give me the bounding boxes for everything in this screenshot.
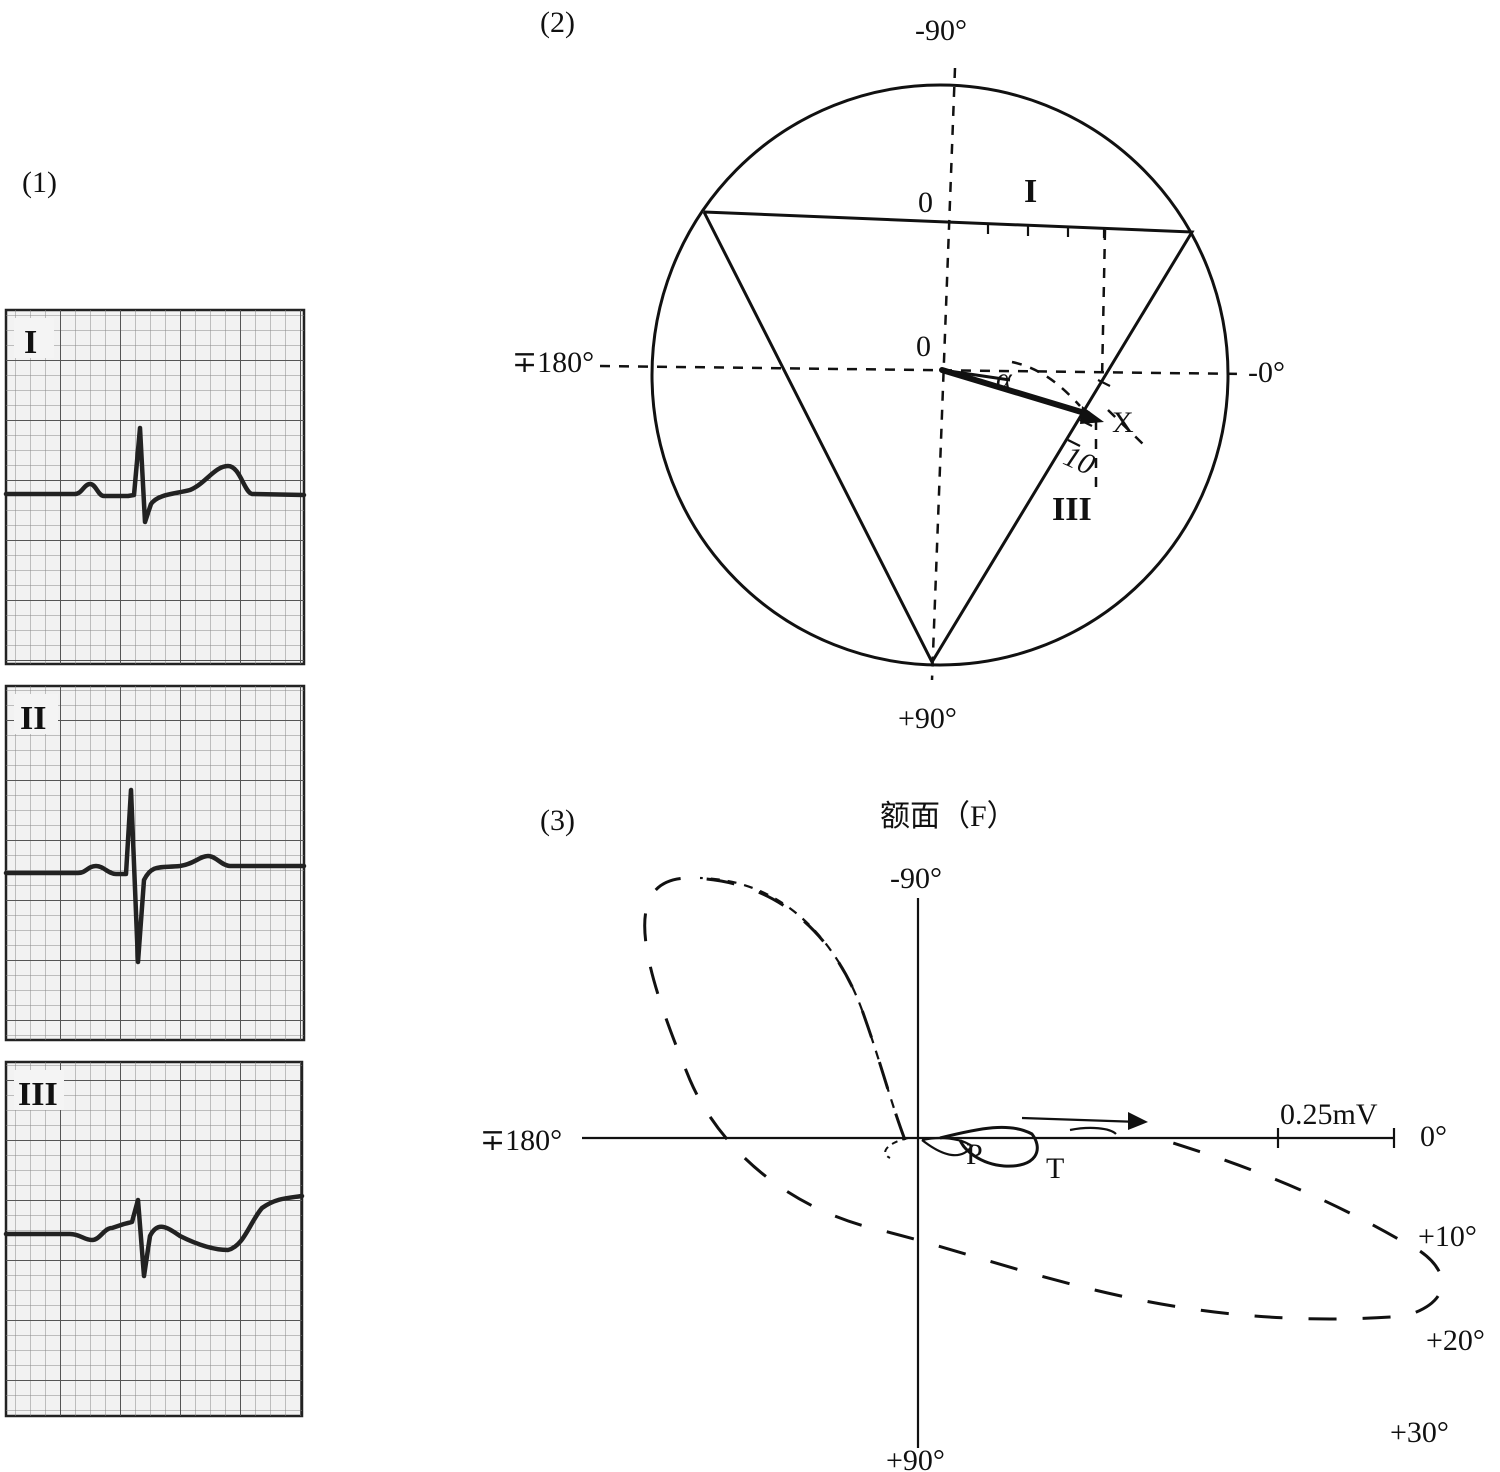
ecg-trace-lead-1 <box>3 425 307 525</box>
qrs-loop-left <box>643 876 1444 1321</box>
zero-mark-top: 0 <box>918 186 933 219</box>
vector-loop-diagram: -90° +90° ∓180° 0° 0.25mV P T +10° +20° … <box>480 862 1485 1472</box>
t-loop <box>939 1125 1039 1168</box>
lead-1-label: I <box>1024 173 1037 210</box>
horizontal-axis <box>599 364 1246 376</box>
rotation-arrow <box>1021 1116 1141 1124</box>
qrs-loop-upper <box>699 876 907 1141</box>
rotation-arc <box>1069 1126 1117 1135</box>
ecg-trace-lead-3 <box>3 1193 305 1279</box>
scale-label: 0.25mV <box>1280 1098 1378 1131</box>
ecg-lead-label: III <box>18 1076 58 1113</box>
alpha-label: α <box>996 362 1013 395</box>
ecg-strip-lead-2: II <box>3 684 307 1042</box>
hexaxial-diagram: -90° +90° ∓180° -0° I III 0 0 α X 10 <box>512 14 1285 735</box>
angle-plus-20: +20° <box>1426 1324 1485 1357</box>
hex-bottom-angle: +90° <box>898 702 957 735</box>
t-wave-label: T <box>1046 1152 1064 1185</box>
loop-left-angle: ∓180° <box>480 1124 562 1157</box>
rotation-arrowhead <box>1128 1112 1148 1130</box>
hex-top-angle: -90° <box>915 14 967 47</box>
loop-right-angle: 0° <box>1420 1120 1447 1153</box>
frontal-plane-title: 额面（F） <box>880 800 1017 833</box>
loop-origin-mark <box>884 1137 909 1159</box>
zero-mark-center: 0 <box>916 330 931 363</box>
lead-3-label: III <box>1052 491 1092 528</box>
projection-line <box>1100 229 1107 381</box>
mean-axis-vector <box>939 367 1091 417</box>
projection-line <box>1107 409 1146 447</box>
ecg-lead-label: II <box>20 700 46 737</box>
panel-1-label: (1) <box>22 166 57 199</box>
einthoven-triangle <box>702 210 1195 666</box>
x-label: X <box>1112 406 1134 439</box>
panel-2-label: (2) <box>540 6 575 39</box>
vertical-axis <box>930 67 957 681</box>
p-loop <box>921 1136 974 1157</box>
vector-arrowhead <box>1080 406 1104 424</box>
ecg-lead-label: I <box>24 324 37 361</box>
panel-3-label: (3) <box>540 804 575 837</box>
ecg-trace-lead-2 <box>3 787 307 965</box>
angle-plus-10: +10° <box>1418 1220 1477 1253</box>
angle-plus-30: +30° <box>1390 1416 1449 1449</box>
ecg-strip-lead-3: III <box>3 1060 305 1418</box>
loop-bottom-angle: +90° <box>886 1444 945 1472</box>
ecg-strip-lead-1: I <box>3 308 307 666</box>
hexaxial-circle <box>650 83 1230 667</box>
tick-value-label: 10 <box>1059 439 1100 481</box>
alpha-arc <box>1011 360 1081 407</box>
hex-left-angle: ∓180° <box>512 346 594 379</box>
loop-top-angle: -90° <box>890 862 942 895</box>
p-wave-label: P <box>966 1138 983 1171</box>
hex-right-angle: -0° <box>1248 356 1285 389</box>
